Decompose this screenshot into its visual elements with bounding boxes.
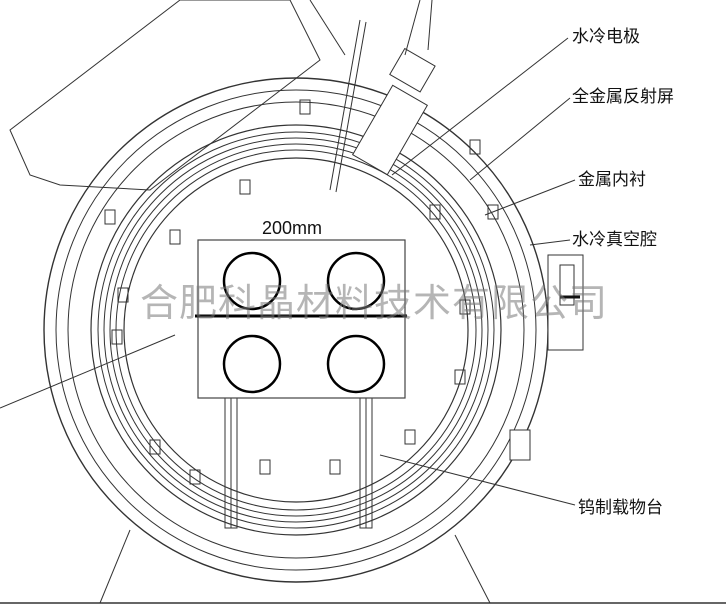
label-vacuum-chamber: 水冷真空腔 — [572, 230, 657, 250]
metal-liner — [123, 157, 469, 503]
support-right — [454, 534, 491, 604]
stage-legs — [224, 397, 373, 529]
label-tungsten-stage: 钨制载物台 — [578, 498, 663, 518]
label-metal-liner: 金属内衬 — [578, 170, 646, 190]
reflector-shield — [90, 124, 502, 536]
ring-clamps — [104, 99, 499, 485]
support-left — [99, 529, 131, 604]
water-cooled-electrode — [329, 0, 436, 193]
tungsten-stage-box — [197, 239, 406, 399]
side-port — [547, 254, 584, 351]
watermark: 合肥科晶材料技术有限公司 — [140, 281, 609, 325]
sample-wafers — [222, 251, 386, 394]
lid — [9, 0, 321, 191]
dimension-label: 200mm — [262, 218, 323, 238]
label-reflector: 全金属反射屏 — [572, 87, 674, 107]
label-water-cooled-electrode: 水冷电极 — [572, 27, 640, 47]
leader-lines — [0, 37, 726, 604]
